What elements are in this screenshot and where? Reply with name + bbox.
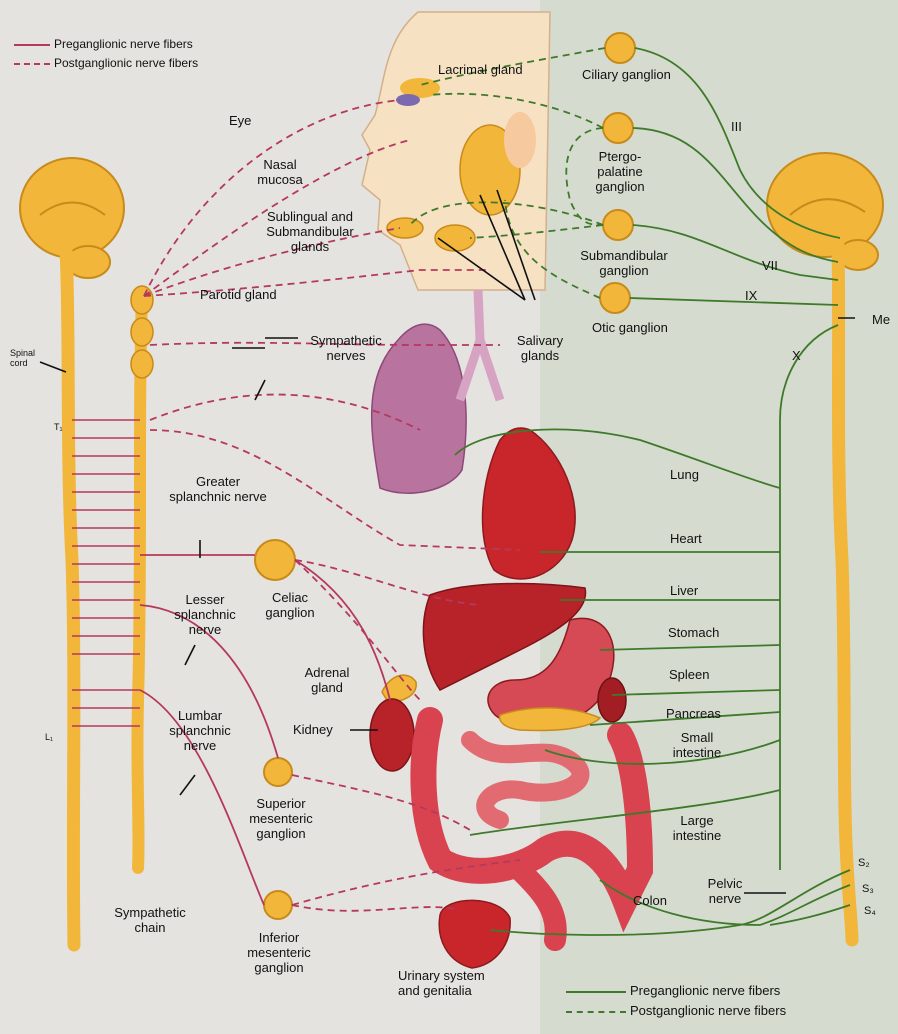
label-l1: L₁ [45,732,53,742]
legend-dashed-line-swatch [566,1011,626,1013]
label-liver: Liver [670,583,698,598]
label-cranial-nerve-iii: III [731,119,742,134]
legend-top-post-text: Postganglionic nerve fibers [54,56,198,70]
legend-solid-line-swatch [14,44,50,46]
label-sympathetic-nerves: Sympathetic nerves [296,333,396,363]
kidney-illustration [370,699,414,771]
label-urinary-system-genitalia: Urinary system and genitalia [398,968,508,998]
label-kidney: Kidney [293,722,333,737]
submandibular-ganglion-marker [603,210,633,240]
legend-bottom-preganglionic: Preganglionic nerve fibers [566,984,780,998]
legend-bottom-pre-text: Preganglionic nerve fibers [630,983,780,998]
label-cranial-nerve-vii: VII [762,258,778,273]
label-s4: S₄ [864,906,876,916]
sympathetic-chain-ganglia [131,286,153,378]
label-small-intestine: Small intestine [662,730,732,760]
legend-top-pre-text: Preganglionic nerve fibers [54,37,193,51]
right-brain-illustration [767,153,883,270]
label-eye: Eye [229,113,251,128]
label-otic-ganglion: Otic ganglion [592,320,668,335]
inferior-mesenteric-ganglion-marker [264,891,292,919]
label-s2: S₂ [858,858,870,868]
superior-mesenteric-ganglion-marker [264,758,292,786]
left-spinal-cord [66,250,74,945]
label-s3: S₃ [862,884,874,894]
label-cranial-nerve-ix: IX [745,288,757,303]
label-lung: Lung [670,467,699,482]
label-stomach: Stomach [668,625,719,640]
ciliary-ganglion-marker [605,33,635,63]
label-lacrimal-gland: Lacrimal gland [438,62,523,77]
legend-solid-line-swatch [566,991,626,993]
label-nasal-mucosa: Nasal mucosa [240,157,320,187]
label-ciliary-ganglion: Ciliary ganglion [582,67,671,82]
label-sublingual-submandibular-glands: Sublingual and Submandibular glands [250,209,370,254]
heart-illustration [483,428,576,579]
label-greater-splanchnic-nerve: Greater splanchnic nerve [168,474,268,504]
label-large-intestine: Large intestine [662,813,732,843]
colon-illustration [520,870,556,940]
label-salivary-glands: Salivary glands [500,333,580,363]
small-intestine-illustration [470,740,580,820]
label-t1: T₁ [54,422,63,432]
label-adrenal-gland: Adrenal gland [294,665,360,695]
right-spinal-cord [838,245,852,940]
legend-dashed-line-swatch [14,63,50,65]
label-lesser-splanchnic-nerve: Lesser splanchnic nerve [160,592,250,637]
celiac-ganglion-marker [255,540,295,580]
spinal-to-chain-connections [72,420,140,726]
label-cranial-nerve-x: X [792,348,801,363]
label-submandibular-ganglion: Submandibular ganglion [576,248,672,278]
label-pelvic-nerve: Pelvic nerve [700,876,750,906]
label-pancreas: Pancreas [666,706,721,721]
legend-bottom-postganglionic: Postganglionic nerve fibers [566,1004,786,1018]
label-lumbar-splanchnic-nerve: Lumbar splanchnic nerve [160,708,240,753]
spleen-illustration [598,678,626,722]
label-parotid-gland: Parotid gland [200,287,277,302]
pterygopalatine-ganglion-marker [603,113,633,143]
label-inferior-mesenteric-ganglion: Inferior mesenteric ganglion [236,930,322,975]
label-heart: Heart [670,531,702,546]
label-sympathetic-chain: Sympathetic chain [110,905,190,935]
label-celiac-ganglion: Celiac ganglion [250,590,330,620]
otic-ganglion-marker [600,283,630,313]
label-spinal-cord: Spinal cord [10,348,42,368]
legend-bottom-post-text: Postganglionic nerve fibers [630,1003,786,1018]
label-superior-mesenteric-ganglion: Superior mesenteric ganglion [236,796,326,841]
label-spleen: Spleen [669,667,709,682]
bladder-illustration [439,900,510,968]
label-medulla: Me [872,312,890,327]
legend-top-postganglionic: Postganglionic nerve fibers [14,56,198,70]
legend-top-preganglionic: Preganglionic nerve fibers [14,37,193,51]
label-pterygopalatine-ganglion: Ptergo- palatine ganglion [580,149,660,194]
label-colon: Colon [633,893,667,908]
